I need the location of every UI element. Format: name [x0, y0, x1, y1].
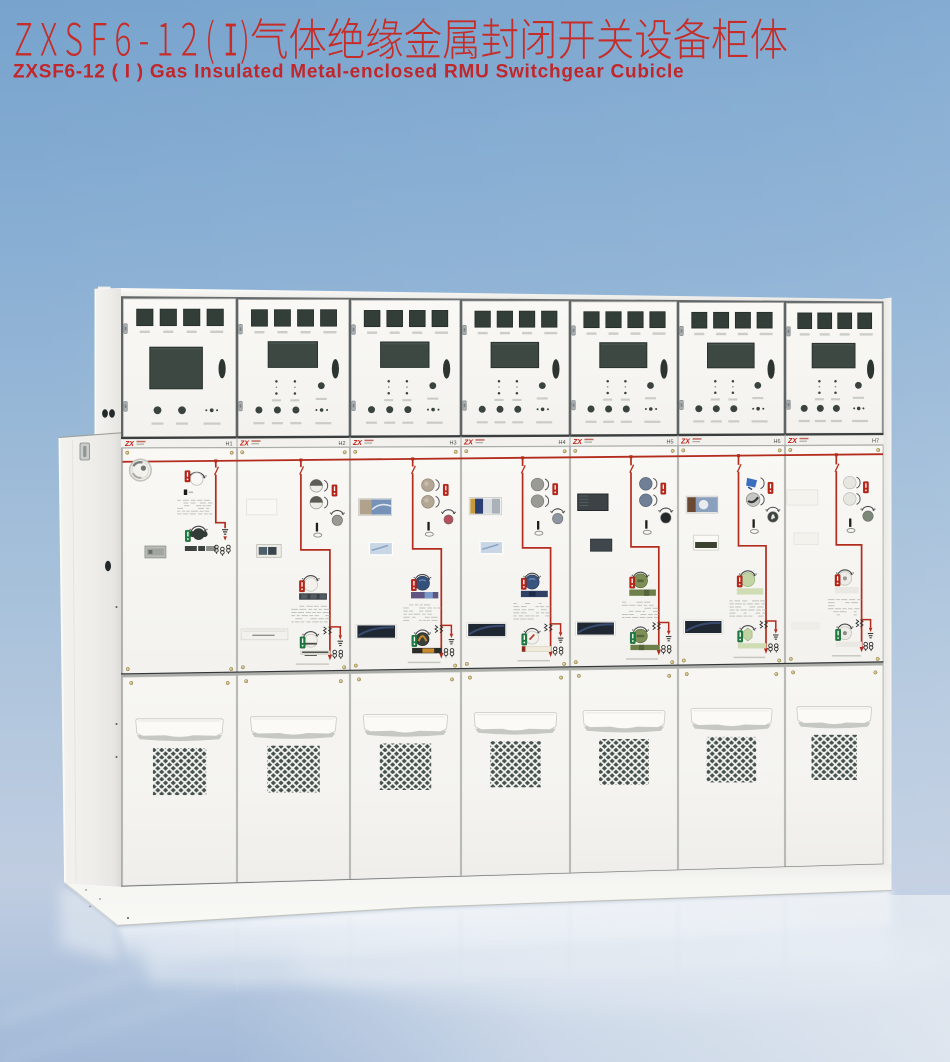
svg-text:H4: H4	[559, 440, 566, 446]
svg-text:H1: H1	[226, 442, 233, 448]
svg-text:ZX: ZX	[352, 440, 363, 447]
svg-text:ZX: ZX	[124, 441, 135, 448]
svg-text:ZX: ZX	[239, 441, 250, 448]
svg-text:ZX: ZX	[680, 438, 691, 445]
svg-text:H3: H3	[450, 441, 457, 447]
svg-text:H6: H6	[774, 439, 781, 445]
svg-text:H7: H7	[872, 439, 879, 445]
svg-text:ZX: ZX	[463, 439, 474, 446]
svg-text:ZX: ZX	[787, 438, 798, 445]
svg-text:ZXSF6-12 ( I ) Gas Insulated M: ZXSF6-12 ( I ) Gas Insulated Metal-enclo…	[13, 61, 684, 82]
svg-text:ZX: ZX	[572, 439, 583, 446]
svg-text:H2: H2	[339, 441, 346, 447]
svg-text:H5: H5	[667, 440, 674, 446]
